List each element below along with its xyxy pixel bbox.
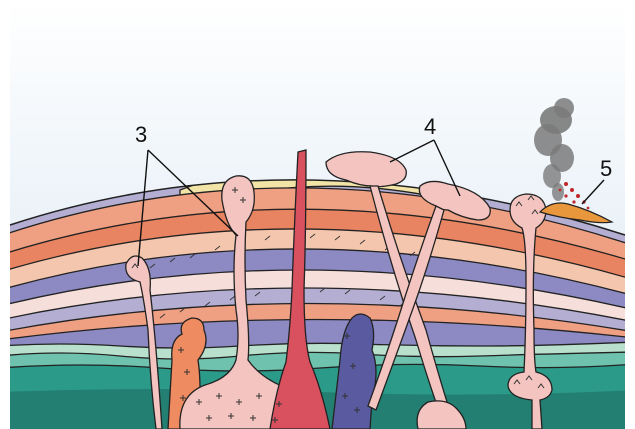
callout-3: 3 — [135, 124, 147, 146]
callout-4: 4 — [424, 116, 436, 138]
callout-5: 5 — [600, 158, 612, 180]
